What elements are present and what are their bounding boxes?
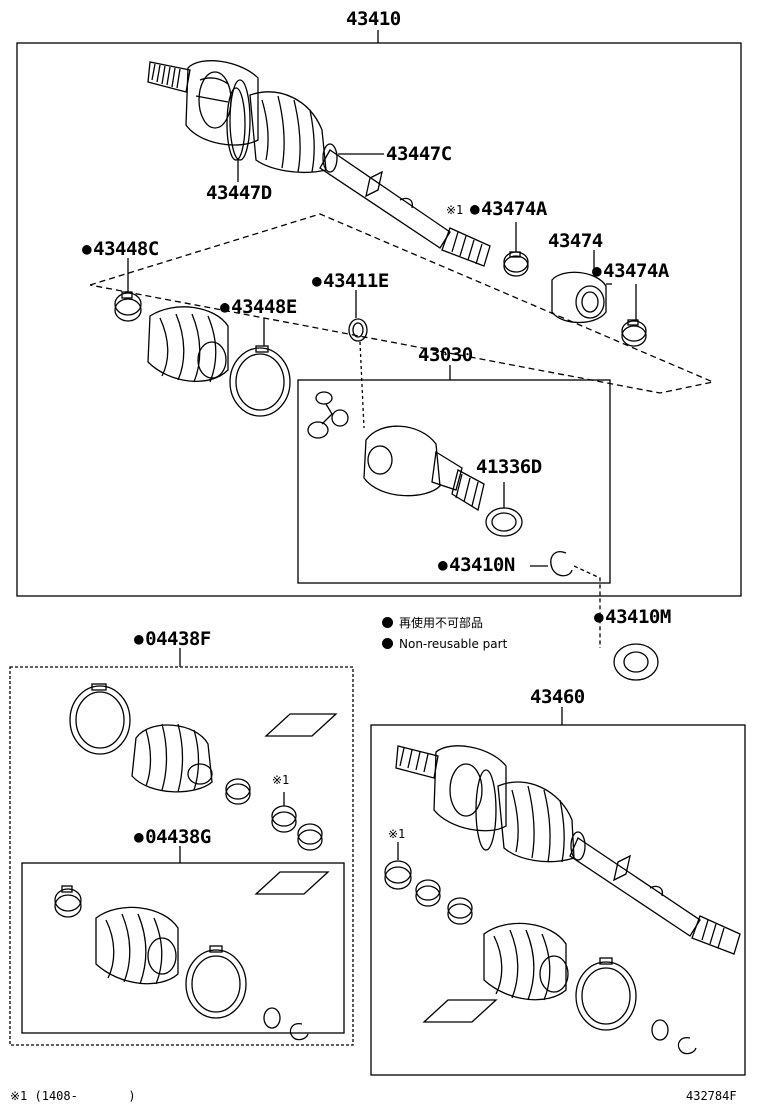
leader-lines-main: [127, 153, 637, 508]
label-43030: 43030: [418, 344, 473, 366]
figure-number: 432784F: [686, 1089, 737, 1103]
label-43460: 43460: [530, 686, 585, 708]
legend-en-text: Non-reusable part: [399, 637, 508, 651]
label-41336d: 41336D: [476, 456, 542, 478]
legend-en: Non-reusable part: [382, 638, 507, 650]
label-43447d: 43447D: [206, 182, 272, 204]
footer-note: ※1 (1408- ): [10, 1089, 136, 1103]
tripod-joint: [307, 391, 349, 439]
legend-jp: 再使用不可部品: [382, 617, 483, 629]
dynamic-damper-43474: [551, 271, 607, 324]
assembly-box-43460: [370, 707, 746, 1076]
label-43410: 43410: [346, 8, 401, 30]
legend-dot-icon: [382, 638, 393, 649]
label-43411e: 43411E: [312, 272, 389, 291]
note-mark-43474a: ※1: [446, 203, 464, 217]
label-43447c: 43447C: [386, 143, 452, 165]
outboard-housing: [363, 425, 485, 512]
dashed-kit-outline: [89, 213, 716, 394]
label-43474a-top: 43474A: [470, 200, 547, 219]
drive-shaft-main: [147, 60, 491, 267]
clamp-43448e: [229, 345, 291, 417]
clamp-43474a-lower: [621, 319, 647, 347]
kit-box-04438f: [9, 648, 354, 1046]
note-mark-assy: ※1: [388, 827, 406, 841]
inboard-boot: [147, 306, 229, 383]
label-43448e: 43448E: [220, 298, 297, 317]
assembly-box-43410: [16, 30, 742, 597]
assembly-box-43030: [297, 365, 611, 584]
kit-box-04438g: [21, 846, 345, 1034]
kit-04438g-parts: [54, 871, 330, 1041]
label-43474a-right: 43474A: [592, 262, 669, 281]
note-mark-kit: ※1: [272, 773, 290, 787]
label-04438g: 04438G: [134, 828, 211, 847]
clip-43411e: [348, 318, 368, 429]
label-04438f: 04438F: [134, 630, 211, 649]
legend-jp-text: 再使用不可部品: [399, 616, 484, 630]
seal-41336d: [485, 507, 523, 537]
label-43410n: 43410N: [438, 556, 515, 575]
label-43474: 43474: [548, 230, 603, 252]
clamp-43448c: [114, 291, 142, 322]
legend-dot-icon: [382, 617, 393, 628]
clamp-43474a-upper: [503, 251, 529, 277]
snap-ring-43410n: [530, 551, 601, 648]
label-43410m: 43410M: [594, 608, 671, 627]
assembly-43460-parts: [384, 745, 741, 1055]
label-43448c: 43448C: [82, 240, 159, 259]
seal-43410m: [613, 643, 659, 681]
kit-04438f-parts: [69, 683, 338, 851]
